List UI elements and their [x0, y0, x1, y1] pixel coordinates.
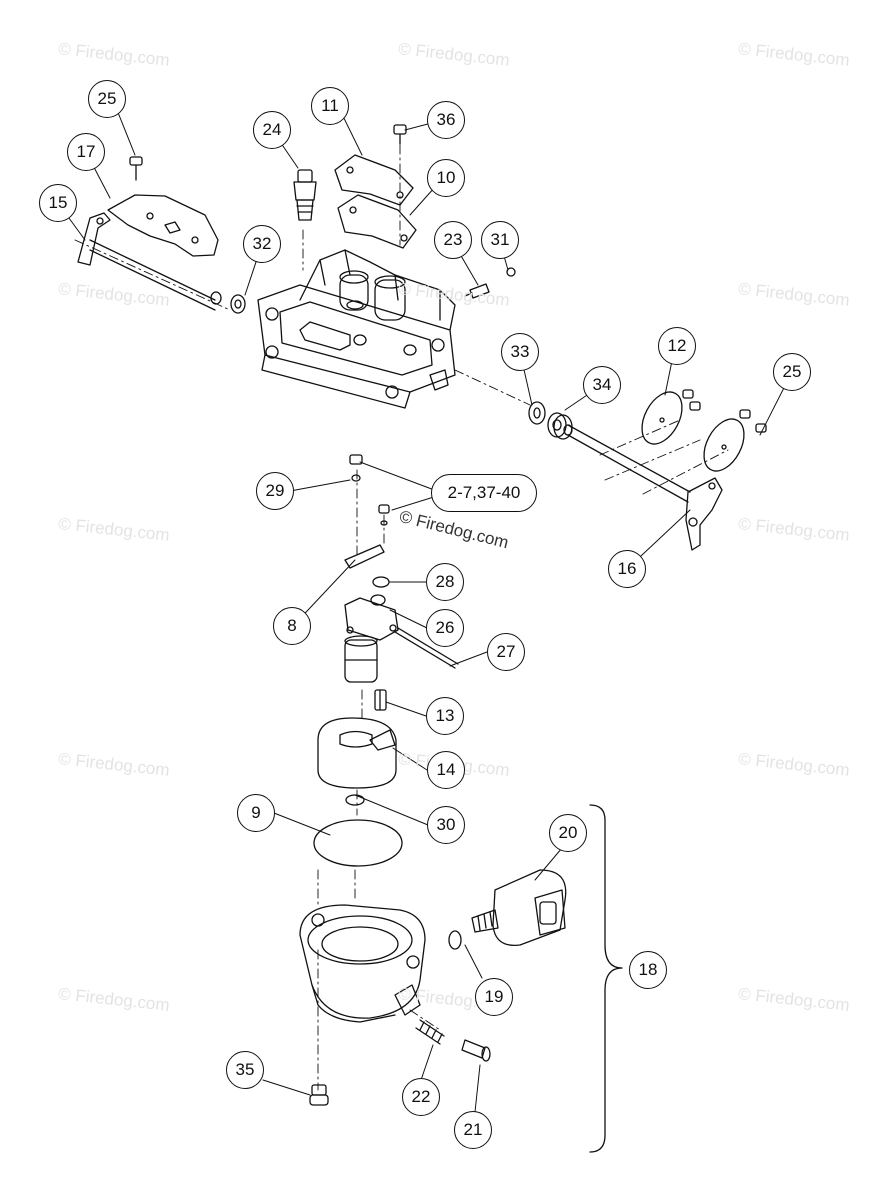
screw-part-36	[393, 124, 407, 145]
needle-valve-part-26	[344, 594, 399, 641]
callout-16: 16	[608, 550, 646, 588]
screw-part-2-7	[378, 504, 390, 526]
o-ring-part-30	[345, 794, 365, 806]
callout-35: 35	[226, 1051, 264, 1089]
gasket-part-10	[337, 194, 417, 249]
wire-part-27	[394, 627, 459, 669]
callout-30: 30	[427, 806, 465, 844]
callout-20: 20	[549, 814, 587, 852]
o-ring-part-28	[372, 576, 390, 588]
callout-13: 13	[426, 697, 464, 735]
float-part-14	[317, 717, 397, 789]
callout-31: 31	[481, 221, 519, 259]
shaft-part-16	[563, 424, 723, 551]
callout-25: 25	[88, 80, 126, 118]
float-cylinder	[344, 635, 378, 683]
needle-part-13	[374, 689, 387, 711]
callout-25-right: 25	[773, 353, 811, 391]
callout-8: 8	[273, 607, 311, 645]
drain-screw-part-35	[309, 1084, 329, 1106]
float-bowl-body	[299, 904, 426, 1023]
pin-part-8	[344, 544, 385, 569]
screws-part-25b	[682, 389, 767, 433]
callout-9: 9	[237, 794, 275, 832]
screw-part-29	[349, 454, 363, 482]
callout-21: 21	[454, 1111, 492, 1149]
fitting-part-24	[293, 169, 317, 221]
callout-17: 17	[67, 133, 105, 171]
callout-18: 18	[629, 951, 667, 989]
screw-part-21	[461, 1039, 491, 1062]
spring-part-22	[415, 1019, 445, 1045]
assembly-bracket-18	[589, 804, 623, 1153]
gasket-part-11	[334, 154, 414, 206]
callout-2-7-37-40: 2-7,37-40	[431, 474, 537, 512]
callout-10: 10	[427, 159, 465, 197]
callout-33: 33	[501, 333, 539, 371]
gasket-part-9	[313, 819, 403, 867]
callout-12: 12	[658, 327, 696, 365]
carburetor-body	[257, 249, 456, 409]
callout-26: 26	[426, 609, 464, 647]
leader-lines	[57, 99, 793, 1113]
washer-part-32	[230, 294, 246, 314]
jet-part-23	[464, 283, 490, 299]
center-lines	[74, 144, 729, 1091]
callout-15: 15	[39, 184, 77, 222]
o-ring-part-31	[506, 267, 516, 277]
butterfly-disc-part-12	[641, 391, 745, 472]
callout-19: 19	[475, 978, 513, 1016]
screw-part-25	[129, 156, 143, 181]
callout-34: 34	[583, 366, 621, 404]
callout-22: 22	[402, 1078, 440, 1116]
o-ring-part-19	[448, 930, 462, 950]
callout-11: 11	[311, 87, 349, 125]
callout-32: 32	[243, 225, 281, 263]
washer-part-33	[528, 401, 546, 425]
callout-29: 29	[256, 472, 294, 510]
callout-24: 24	[253, 111, 291, 149]
callout-27: 27	[487, 633, 525, 671]
throttle-plate-part-17	[107, 194, 219, 257]
solenoid-part-20	[471, 869, 567, 946]
lever-part-15	[77, 212, 222, 311]
callout-14: 14	[427, 751, 465, 789]
callout-36: 36	[427, 101, 465, 139]
callout-28: 28	[426, 563, 464, 601]
callout-23: 23	[434, 221, 472, 259]
